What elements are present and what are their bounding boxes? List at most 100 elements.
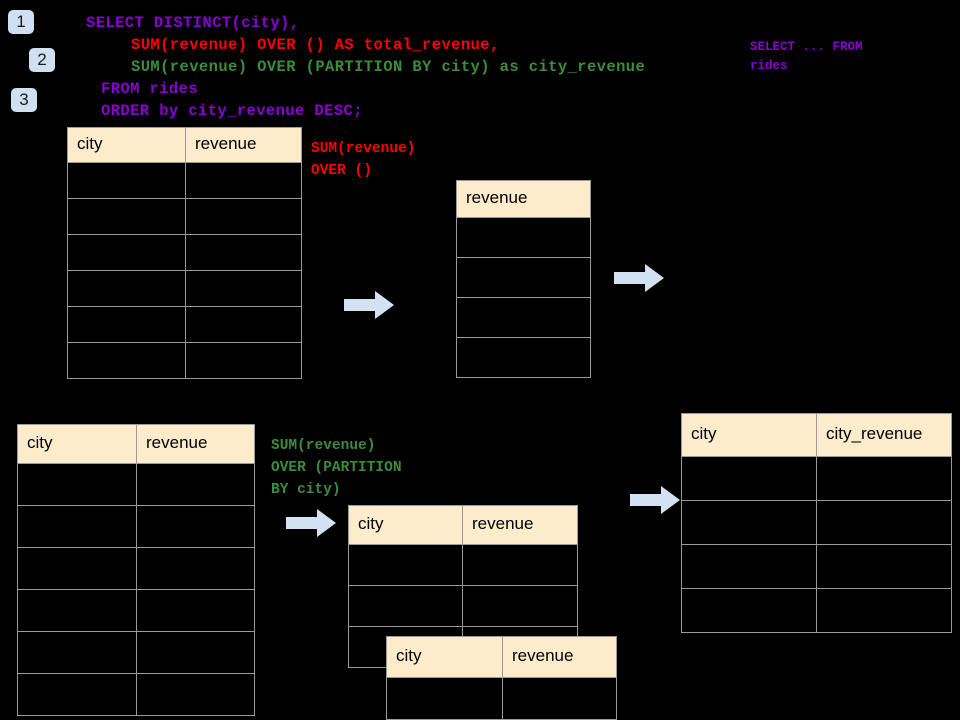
table-cell bbox=[456, 257, 591, 298]
sql-line-4: FROM rides bbox=[101, 80, 199, 98]
table-row bbox=[67, 162, 302, 199]
table-cell bbox=[185, 342, 302, 379]
column-header-revenue: revenue bbox=[185, 127, 302, 163]
table-cell bbox=[67, 306, 186, 343]
table-cell bbox=[456, 297, 591, 338]
table-cell bbox=[185, 306, 302, 343]
table-row bbox=[386, 677, 617, 720]
table-cell bbox=[185, 198, 302, 235]
table-cell bbox=[67, 270, 186, 307]
table-cell bbox=[17, 589, 137, 632]
table-total-revenue: revenue bbox=[456, 180, 591, 378]
step-badge-1: 1 bbox=[8, 10, 34, 34]
table-cell bbox=[681, 500, 817, 545]
table-row bbox=[17, 505, 255, 548]
table-cell bbox=[816, 500, 952, 545]
table-cell bbox=[17, 505, 137, 548]
column-header-revenue: revenue bbox=[136, 424, 255, 464]
sql-line-5: ORDER by city_revenue DESC; bbox=[101, 102, 363, 120]
table-row bbox=[67, 234, 302, 271]
table-row bbox=[681, 456, 952, 501]
table-row bbox=[681, 544, 952, 589]
column-header-city: city bbox=[17, 424, 137, 464]
arrow-right-icon bbox=[614, 264, 664, 292]
table-cell bbox=[17, 547, 137, 590]
table-row bbox=[456, 217, 591, 258]
table-cell bbox=[136, 673, 255, 716]
table-cell bbox=[348, 585, 463, 627]
table-cell bbox=[462, 544, 578, 586]
table-cell bbox=[681, 588, 817, 633]
table-cell bbox=[185, 162, 302, 199]
table-cell bbox=[185, 234, 302, 271]
table-cell bbox=[816, 588, 952, 633]
table-row bbox=[17, 547, 255, 590]
table-row bbox=[456, 337, 591, 378]
table-row bbox=[17, 673, 255, 716]
column-header-revenue: revenue bbox=[456, 180, 591, 218]
table-row bbox=[348, 585, 578, 627]
table-row bbox=[67, 198, 302, 235]
table-cell bbox=[502, 677, 617, 720]
table-cell bbox=[456, 217, 591, 258]
table-cell bbox=[348, 544, 463, 586]
table-row bbox=[67, 270, 302, 307]
table-cell bbox=[67, 162, 186, 199]
sql-line-2: SUM(revenue) OVER () AS total_revenue, bbox=[131, 36, 500, 54]
arrow-to-partition bbox=[286, 508, 336, 538]
table-cell bbox=[17, 631, 137, 674]
table-cell bbox=[136, 463, 255, 506]
arrow-partition-to-result bbox=[630, 485, 680, 515]
table-row bbox=[681, 500, 952, 545]
sql-line-3: SUM(revenue) OVER (PARTITION BY city) as… bbox=[131, 58, 646, 76]
table-header-row: revenue bbox=[456, 180, 591, 218]
table-row bbox=[456, 257, 591, 298]
table-cell bbox=[17, 673, 137, 716]
table-cell bbox=[136, 505, 255, 548]
table-row bbox=[348, 544, 578, 586]
step-badge-3: 3 bbox=[11, 88, 37, 112]
arrow-total-to-result bbox=[614, 263, 664, 293]
table-cell bbox=[456, 337, 591, 378]
table-cell bbox=[67, 198, 186, 235]
table-cell bbox=[816, 456, 952, 501]
side-label-select-from-rides: SELECT ... FROM rides bbox=[750, 40, 863, 73]
arrow-right-icon bbox=[630, 486, 680, 514]
table-cell bbox=[17, 463, 137, 506]
column-header-city: city bbox=[681, 413, 817, 457]
table-cell bbox=[462, 585, 578, 627]
column-header-city_revenue: city_revenue bbox=[816, 413, 952, 457]
arrow-to-total-revenue bbox=[344, 290, 394, 320]
column-header-revenue: revenue bbox=[462, 505, 578, 545]
table-cell bbox=[67, 342, 186, 379]
table-row bbox=[456, 297, 591, 338]
table-row bbox=[67, 306, 302, 343]
table-cell bbox=[136, 631, 255, 674]
sql-line-1: SELECT DISTINCT(city), bbox=[86, 14, 300, 32]
arrow-right-icon bbox=[286, 509, 336, 537]
step-badge-2: 2 bbox=[29, 48, 55, 72]
table-cell bbox=[136, 547, 255, 590]
annot-sum-over-partition: SUM(revenue) OVER (PARTITION BY city) bbox=[271, 438, 402, 498]
table-cell bbox=[136, 589, 255, 632]
table-cell bbox=[185, 270, 302, 307]
table-cell bbox=[816, 544, 952, 589]
table-row bbox=[17, 631, 255, 674]
sql-query-block: SELECT DISTINCT(city), SUM(revenue) OVER … bbox=[86, 12, 645, 122]
column-header-city: city bbox=[67, 127, 186, 163]
table-row bbox=[17, 589, 255, 632]
annot-sum-over-empty: SUM(revenue) OVER () bbox=[311, 141, 416, 179]
table-cell bbox=[67, 234, 186, 271]
table-row bbox=[17, 463, 255, 506]
arrow-right-icon bbox=[344, 291, 394, 319]
